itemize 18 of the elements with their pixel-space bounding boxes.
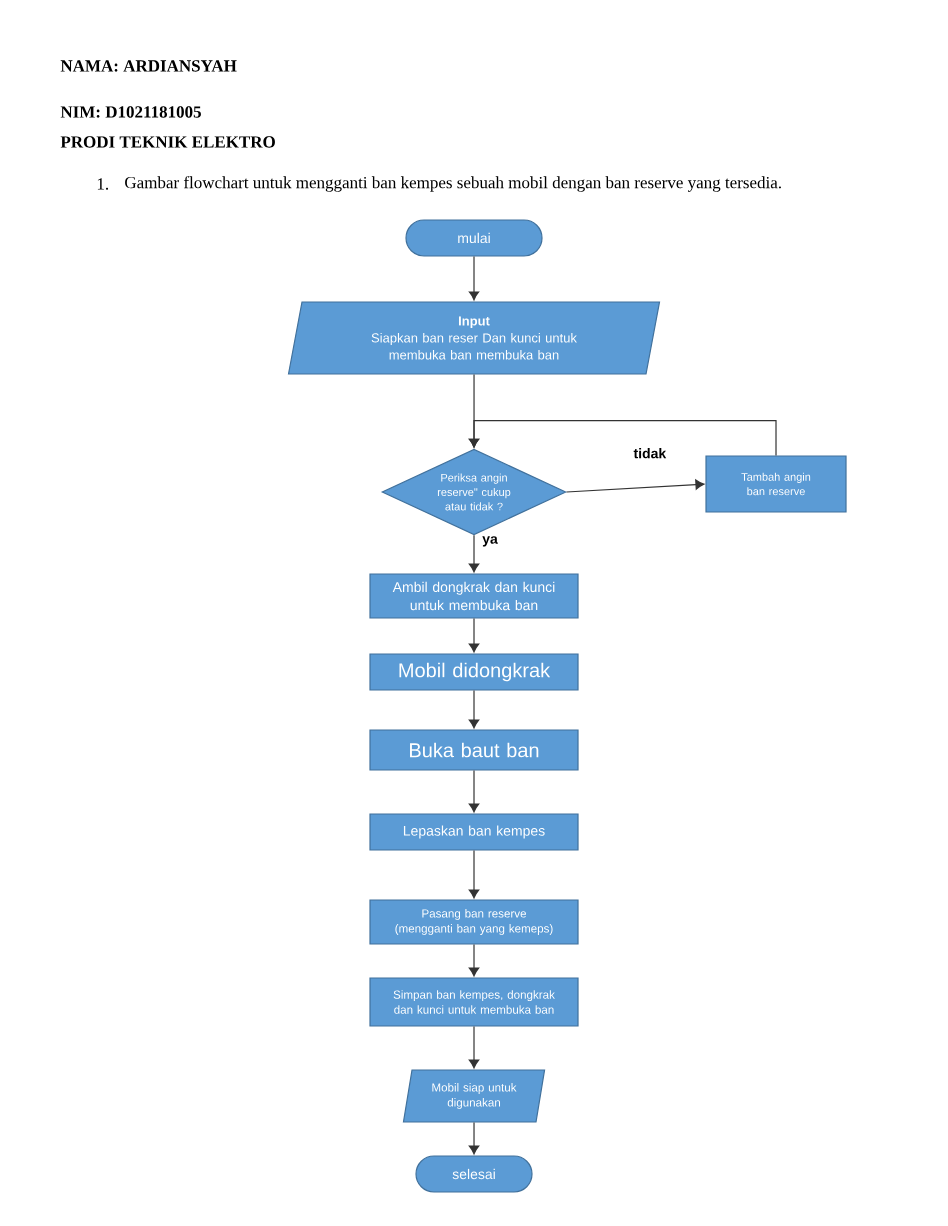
arrow (468, 1026, 480, 1069)
header-text: PRODI TEKNIK ELEKTRO (60, 136, 275, 148)
list-number: 1. (97, 178, 109, 190)
arrow (468, 534, 480, 573)
question-text: Gambar flowchart untuk mengganti ban kempes sebuah mobil dengan ban reserve yang tersedia. (125, 176, 781, 192)
arrow (468, 618, 480, 653)
arrow (468, 690, 480, 729)
arrow (468, 420, 777, 456)
arrow (468, 770, 480, 813)
header-text: NIM: D1021181005 (60, 106, 201, 118)
arrow (468, 850, 480, 899)
header-text: NAMA: ARDIANSYAH (60, 60, 237, 72)
arrow (468, 1122, 480, 1155)
arrow (468, 944, 480, 977)
arrow (565, 479, 705, 493)
arrow (468, 256, 480, 301)
process-box: Mobil didongkrak (369, 653, 579, 691)
process-box: Buka baut ban (369, 729, 579, 771)
